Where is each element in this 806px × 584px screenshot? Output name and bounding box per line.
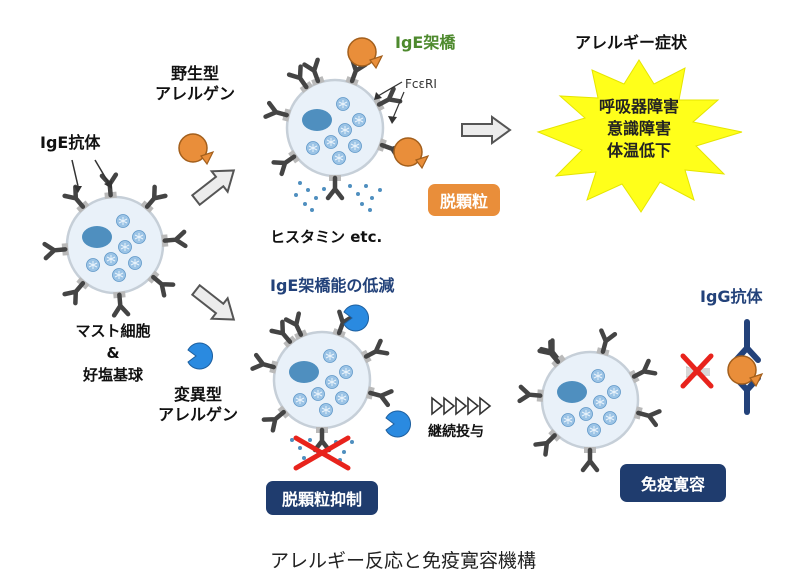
wild-allergen-bound-right — [393, 137, 429, 169]
mast-cell-lower — [253, 312, 392, 450]
label-wild-allergen-line2: アレルゲン — [154, 84, 235, 103]
immune-tolerance-box: 免疫寛容 — [620, 464, 726, 502]
igg-block-cross — [680, 353, 714, 389]
mast-cell-top — [266, 60, 404, 198]
symptom-list: 呼吸器障害 意識障害 体温低下 — [589, 96, 689, 162]
mast-cell-right — [520, 331, 660, 470]
label-mutant-allergen-line2: アレルゲン — [157, 405, 238, 424]
label-continuous-dosing: 継続投与 — [428, 424, 484, 440]
label-reduced-crosslink: IgE架橋能の低減 — [270, 276, 395, 295]
label-wild-allergen-line1: 野生型 — [170, 64, 219, 83]
label-ige-crosslink: IgE架橋 — [395, 33, 456, 52]
label-igg-antibody: IgG抗体 — [700, 287, 763, 306]
arrow-to-symptoms — [461, 116, 511, 144]
suppression-cross — [293, 435, 351, 471]
degranulation-suppression-box: 脱顆粒抑制 — [266, 481, 378, 515]
label-wild-allergen: 野生型 アレルゲン — [152, 64, 238, 104]
label-mast-cell-line2: & — [106, 344, 120, 362]
label-mast-cell-line3: 好塩基球 — [82, 366, 143, 384]
label-mast-cell: マスト細胞 & 好塩基球 — [58, 320, 168, 386]
label-mast-cell-line1: マスト細胞 — [75, 322, 151, 340]
label-allergy-symptoms: アレルギー症状 — [575, 33, 688, 52]
wild-allergen-free — [178, 133, 214, 165]
label-mutant-allergen: 変異型 アレルゲン — [150, 385, 246, 425]
symptom-item: 意識障害 — [606, 119, 671, 138]
continuous-dosing-arrow — [431, 396, 492, 416]
mutant-allergen-free — [187, 342, 214, 370]
fceri-pointers — [374, 81, 405, 124]
ige-pointer-arrows — [71, 159, 112, 193]
symptom-item: 体温低下 — [606, 141, 671, 160]
label-ige-antibody: IgE抗体 — [40, 133, 101, 152]
arrow-to-reduced — [186, 278, 243, 331]
symptom-item: 呼吸器障害 — [598, 97, 679, 116]
symptom-starburst — [536, 59, 743, 213]
mast-cell-left — [45, 175, 186, 316]
label-fceri: FcεRI — [405, 77, 437, 91]
figure-caption: アレルギー反応と免疫寛容機構 — [269, 550, 536, 572]
degranulation-box: 脱顆粒 — [428, 184, 500, 216]
wild-allergen-bound-top — [347, 37, 383, 69]
arrow-to-crosslink — [186, 159, 243, 212]
histamine-release — [294, 181, 382, 212]
label-mutant-allergen-line1: 変異型 — [173, 385, 222, 404]
label-histamine: ヒスタミン etc. — [270, 228, 383, 246]
mutant-allergen-bound-right — [385, 410, 412, 438]
